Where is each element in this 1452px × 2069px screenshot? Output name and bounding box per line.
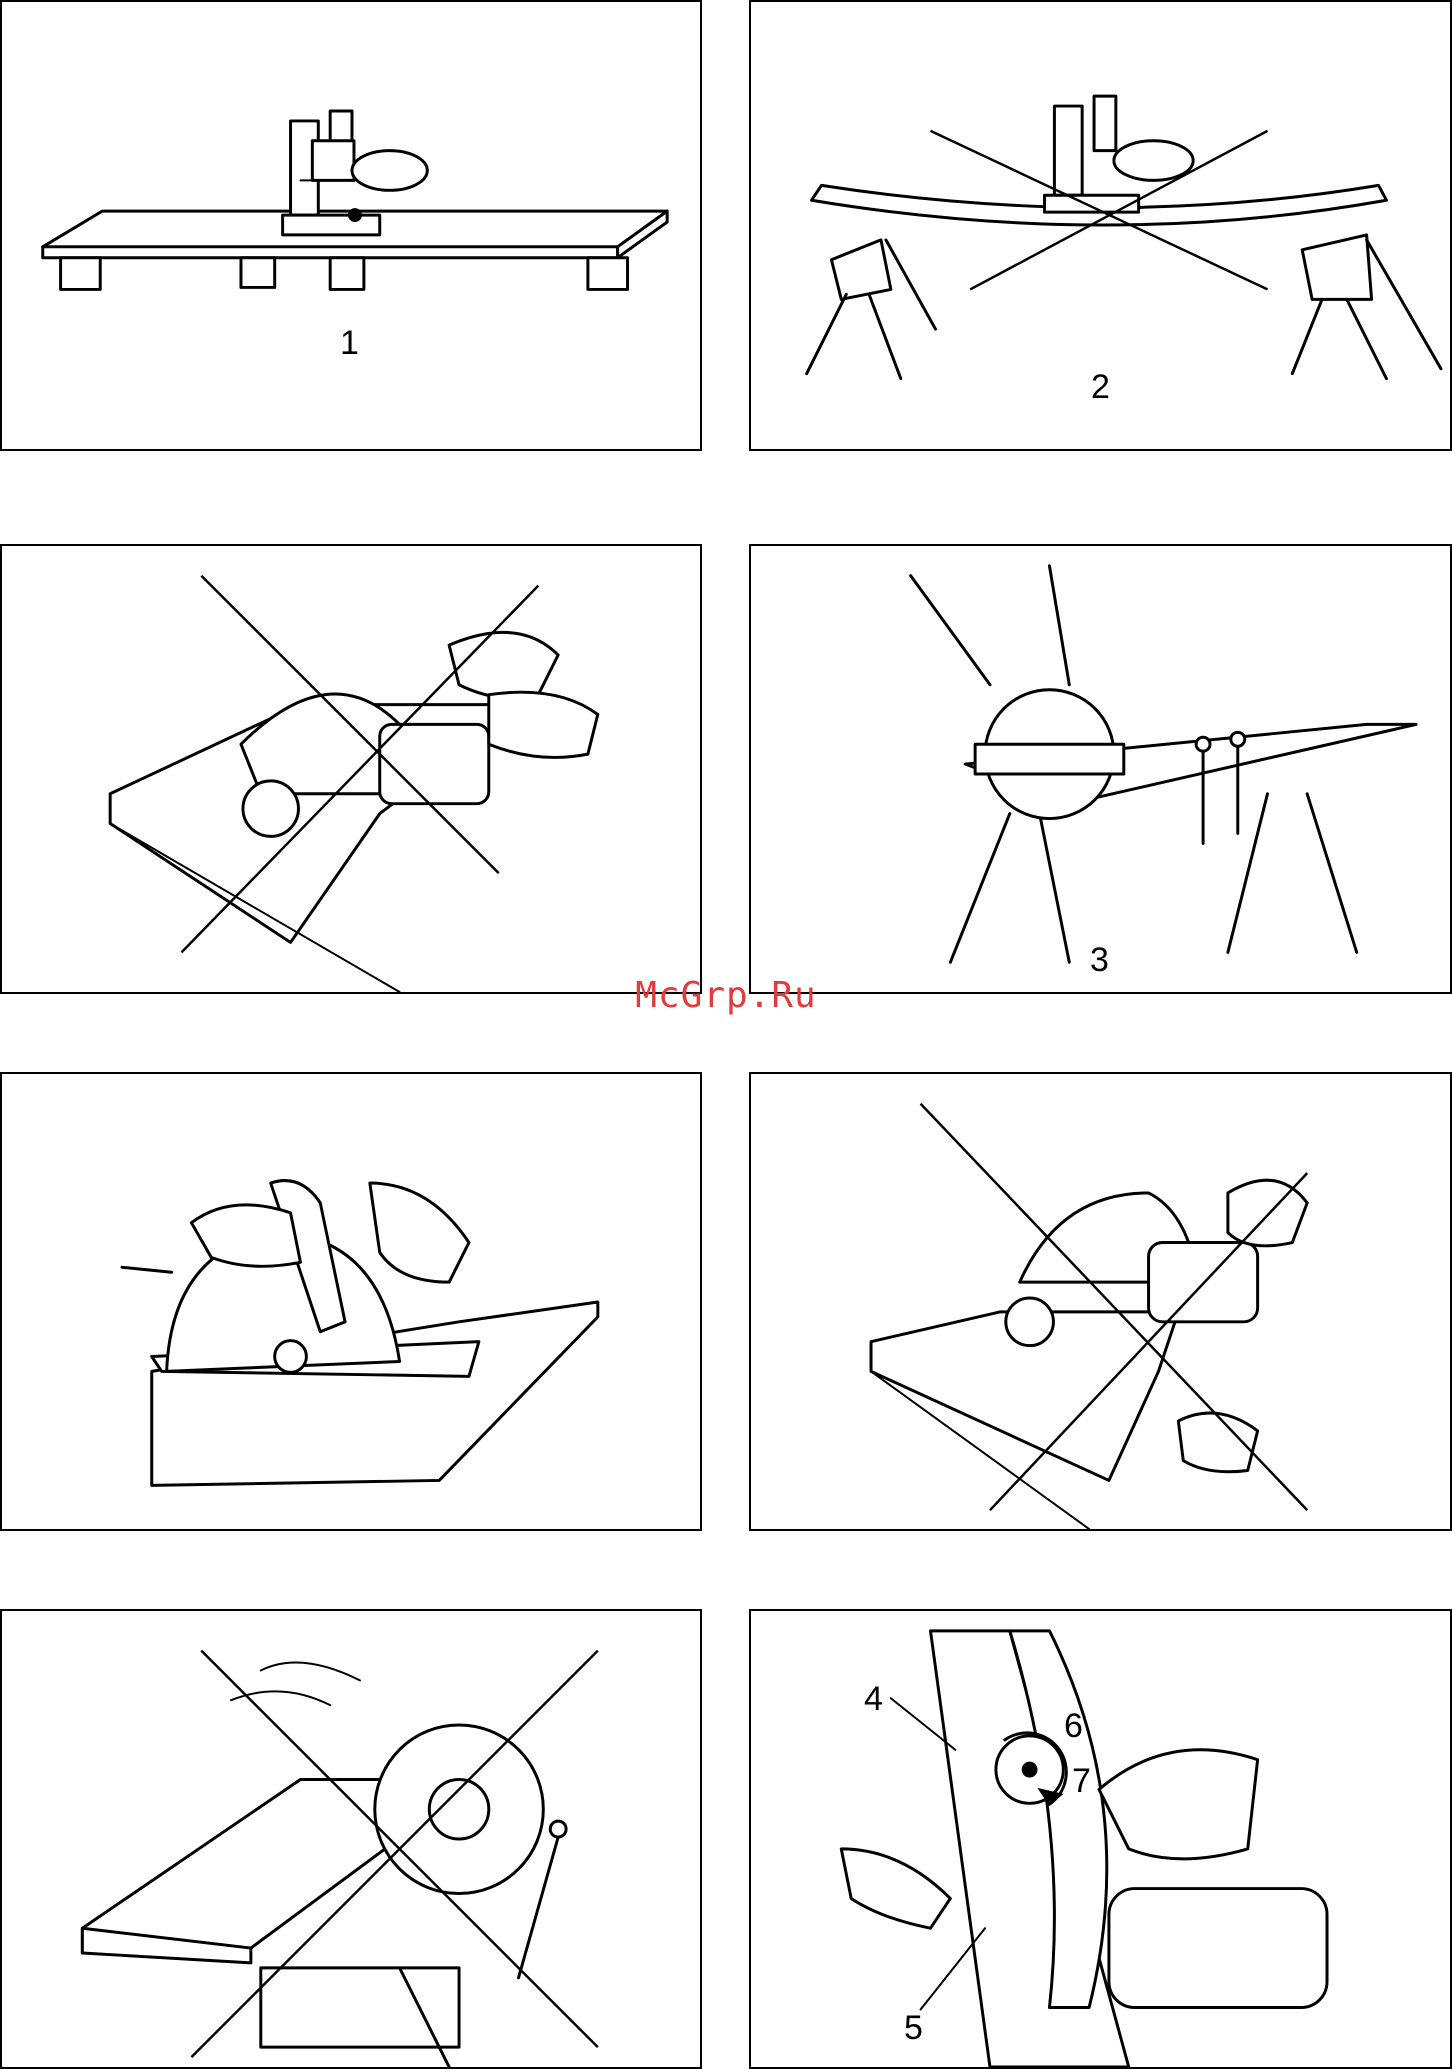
figure-number: 2 <box>1091 370 1110 404</box>
panel-wrong-vise-cut <box>0 1609 702 2069</box>
figure-number: 3 <box>1090 943 1109 977</box>
callout-6: 6 <box>1064 1709 1083 1743</box>
panel-blade-change: 4 6 7 5 <box>749 1609 1452 2069</box>
panel-hand-in-front-wrong <box>0 544 702 994</box>
illustration-hand-near-blade <box>2 546 700 992</box>
illustration-blade-replacement <box>751 1611 1450 2067</box>
callout-7: 7 <box>1072 1764 1091 1798</box>
illustration-two-hands-on-saw <box>2 1074 700 1529</box>
panel-board-on-supports: 1 <box>0 0 702 451</box>
panel-wrong-grip-right <box>749 1072 1452 1531</box>
illustration-saw-on-sawhorses <box>751 546 1450 992</box>
illustration-workpiece-in-vise <box>2 1611 700 2067</box>
panel-board-on-sawhorses-wrong: 2 <box>749 0 1452 451</box>
panel-two-hand-grip <box>0 1072 702 1531</box>
panel-supported-cut: 3 <box>749 544 1452 994</box>
figure-number: 1 <box>340 326 359 360</box>
watermark: McGrp.Ru <box>0 975 1452 1016</box>
illustration-saw-on-flat-board <box>2 2 700 449</box>
illustration-unsupported-board <box>751 1074 1450 1529</box>
callout-5: 5 <box>904 2011 923 2045</box>
callout-4: 4 <box>864 1682 883 1716</box>
